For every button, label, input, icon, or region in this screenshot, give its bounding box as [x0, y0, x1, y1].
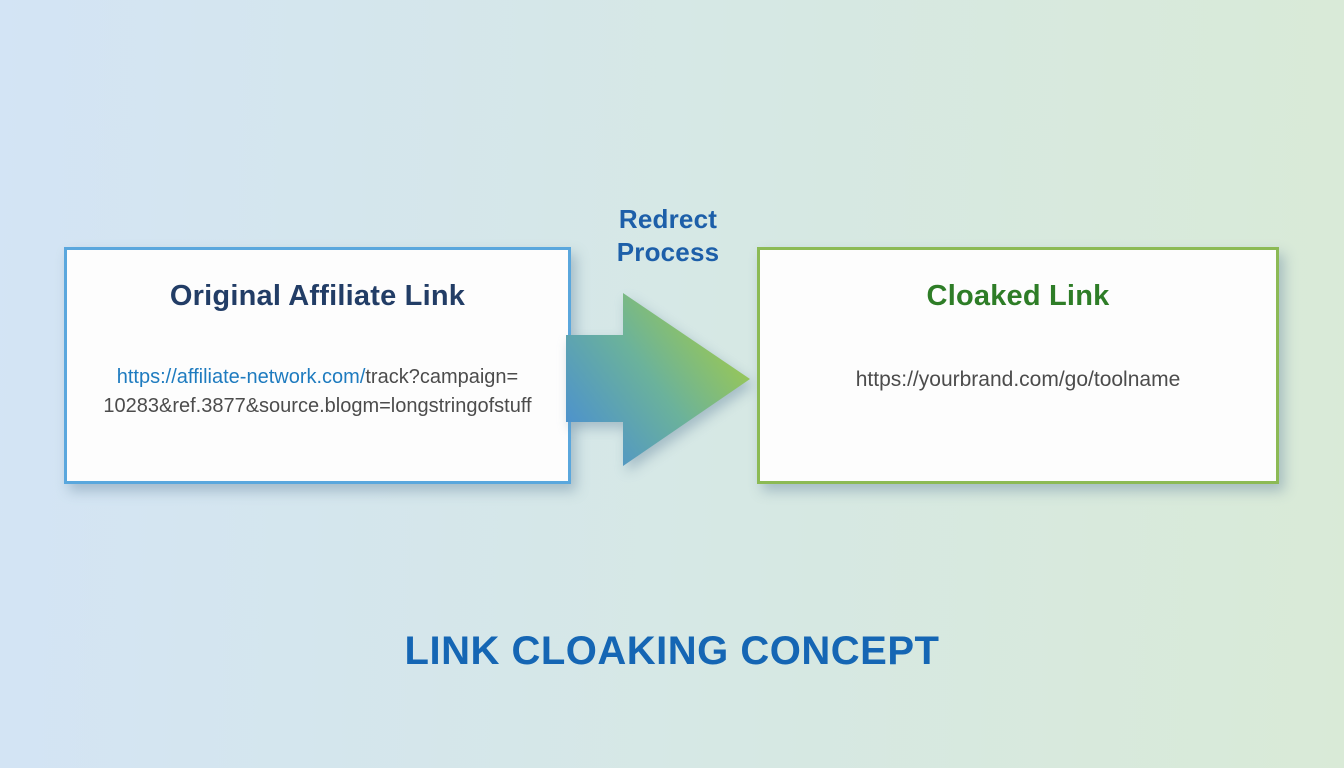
cloaked-link-box: Cloaked Link https://yourbrand.com/go/to… [757, 247, 1279, 484]
redirect-process-label-line2: Process [616, 237, 720, 267]
redirect-process-label-line1: Redrect [618, 204, 718, 234]
original-affiliate-link-box: Original Affiliate Link https://affiliat… [64, 247, 571, 484]
cloaked-link-url: https://yourbrand.com/go/toolname [855, 368, 1181, 391]
cloaked-link-title: Cloaked Link [926, 280, 1110, 312]
page-title: LINK CLOAKING CONCEPT [404, 629, 940, 673]
original-affiliate-url-line1: https://affiliate-network.com/track?camp… [67, 363, 568, 392]
original-affiliate-url-line2: 10283&ref.3877&source.blogm=longstringof… [103, 395, 532, 417]
original-affiliate-link-title: Original Affiliate Link [169, 280, 466, 312]
url-query-part: track?campaign= [365, 366, 519, 388]
redirect-arrow-icon [566, 293, 750, 466]
url-domain-part: https://affiliate-network.com/ [116, 366, 366, 388]
redirect-process-label: Redrect Process [572, 203, 764, 269]
original-affiliate-url: https://affiliate-network.com/track?camp… [67, 363, 568, 421]
